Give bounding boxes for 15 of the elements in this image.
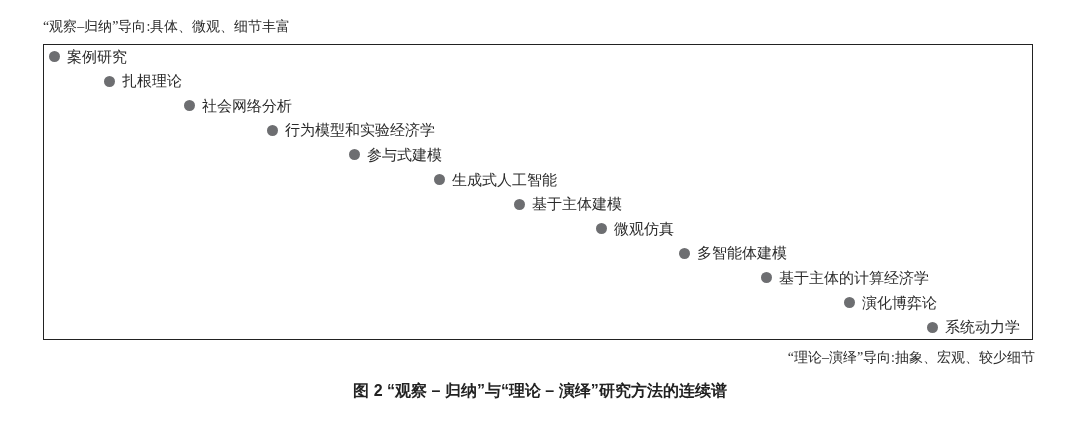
method-label: 演化博弈论 [862, 293, 937, 312]
method-label: 生成式人工智能 [452, 170, 557, 189]
method-label: 系统动力学 [945, 318, 1020, 337]
figure-caption: 图 2 “观察 – 归纳”与“理论 – 演绎”研究方法的连续谱 [353, 382, 727, 399]
orientation-note: “观察–归纳”导向:具体、微观、细节丰富 [43, 18, 291, 35]
method-label: 基于主体建模 [532, 195, 622, 214]
method-label: 微观仿真 [614, 219, 674, 238]
method-label: 参与式建模 [367, 145, 442, 164]
method-label: 行为模型和实验经济学 [285, 121, 435, 140]
method-label: 社会网络分析 [202, 96, 292, 115]
method-label: 扎根理论 [122, 72, 182, 91]
method-label: 基于主体的计算经济学 [779, 268, 929, 287]
method-label: 案例研究 [67, 47, 127, 66]
method-label: 多智能体建模 [697, 244, 787, 263]
orientation-note: “理论–演绎”导向:抽象、宏观、较少细节 [787, 349, 1035, 366]
